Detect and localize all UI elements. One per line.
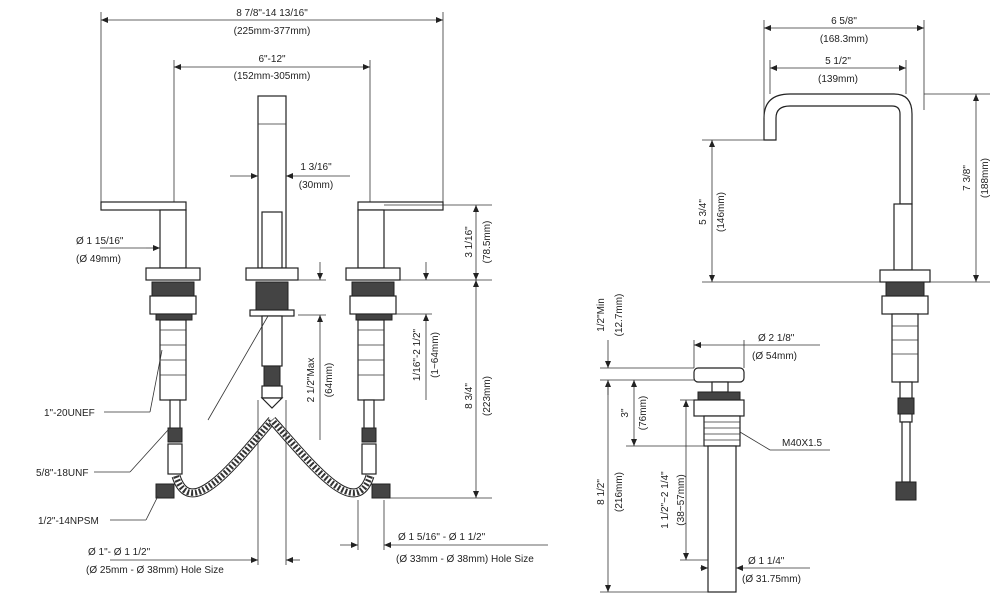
right-handle-body <box>357 209 385 269</box>
thread-1-label: 1"-20UNEF <box>44 408 95 419</box>
body-height-mm-label: (223mm) <box>482 376 493 416</box>
spout-height-label: 5 3/4" <box>698 199 709 225</box>
center-width-label: 6"-12" <box>258 54 286 65</box>
body-height-label: 8 3/4" <box>464 383 475 409</box>
drain-body <box>703 415 741 447</box>
spout-max-mm-label: (64mm) <box>324 363 335 397</box>
drain-view: 1/2"Min (12.7mm) Ø 2 1/8" (Ø 54mm) 3" (7… <box>596 294 830 593</box>
left-handle-body <box>159 209 187 269</box>
right-handle-lever <box>357 201 444 211</box>
handle-height-label: 3 1/16" <box>464 226 475 258</box>
thread-3-label: 1/2"-14NPSM <box>38 516 99 527</box>
deck-range-mm-label: (1~64mm) <box>430 332 441 378</box>
overall-width-label: 8 7/8"-14 13/16" <box>236 8 308 19</box>
tail-dia-mm-label: (Ø 31.75mm) <box>742 574 801 585</box>
side-reach-mm-label: (168.3mm) <box>820 34 868 45</box>
drain-total-label: 8 1/2" <box>596 479 607 505</box>
tail-dia-label: Ø 1 1/4" <box>748 556 785 567</box>
total-height-label: 7 3/8" <box>962 165 973 191</box>
hole-left-label: Ø 1"- Ø 1 1/2" <box>88 547 151 558</box>
drain-cap <box>693 367 745 383</box>
drain-range-label: 1 1/2"~2 1/4" <box>660 471 671 529</box>
hole-right-label: Ø 1 5/16" - Ø 1 1/2" <box>398 532 486 543</box>
cap-dia-label: Ø 2 1/8" <box>758 333 795 344</box>
drain-total-mm-label: (216mm) <box>614 472 625 512</box>
spout-max-label: 2 1/2"Max <box>306 358 317 403</box>
spout-height-mm-label: (146mm) <box>716 192 727 232</box>
deck-range-label: 1/16"-2 1/2" <box>412 328 423 381</box>
thread-2-label: 5/8"-18UNF <box>36 468 88 479</box>
drain-tailpiece <box>707 445 737 593</box>
drain-thread-label: M40X1.5 <box>782 438 822 449</box>
cap-dia-mm-label: (Ø 54mm) <box>752 351 797 362</box>
handle-dia-label: Ø 1 15/16" <box>76 236 124 247</box>
front-view: 8 7/8"-14 13/16" (225mm-377mm) 6"-12" (1… <box>36 8 548 576</box>
side-spout <box>763 93 913 205</box>
hole-left-mm-label: (Ø 25mm - Ø 38mm) Hole Size <box>86 565 224 576</box>
spout-width-mm-label: (30mm) <box>299 180 333 191</box>
drain-min-label: 1/2"Min <box>596 298 607 332</box>
left-handle-lever <box>100 201 187 211</box>
drain-depth-label: 3" <box>620 408 631 418</box>
spout-reach-label: 5 1/2" <box>825 56 851 67</box>
side-body <box>893 203 913 271</box>
total-height-mm-label: (188mm) <box>980 158 991 198</box>
overall-width-mm-label: (225mm-377mm) <box>234 26 311 37</box>
center-width-mm-label: (152mm-305mm) <box>234 71 311 82</box>
side-view: 6 5/8" (168.3mm) 5 1/2" (139mm) 5 3/4" (… <box>698 16 991 501</box>
drain-depth-mm-label: (76mm) <box>638 396 649 430</box>
side-reach-label: 6 5/8" <box>831 16 857 27</box>
spout-width-label: 1 3/16" <box>300 162 332 173</box>
hole-right-mm-label: (Ø 33mm - Ø 38mm) Hole Size <box>396 554 534 565</box>
spout-reach-mm-label: (139mm) <box>818 74 858 85</box>
handle-height-mm-label: (78.5mm) <box>482 221 493 264</box>
drain-min-mm-label: (12.7mm) <box>614 294 625 337</box>
drain-range-mm-label: (38~57mm) <box>676 474 687 525</box>
handle-dia-mm-label: (Ø 49mm) <box>76 254 121 265</box>
